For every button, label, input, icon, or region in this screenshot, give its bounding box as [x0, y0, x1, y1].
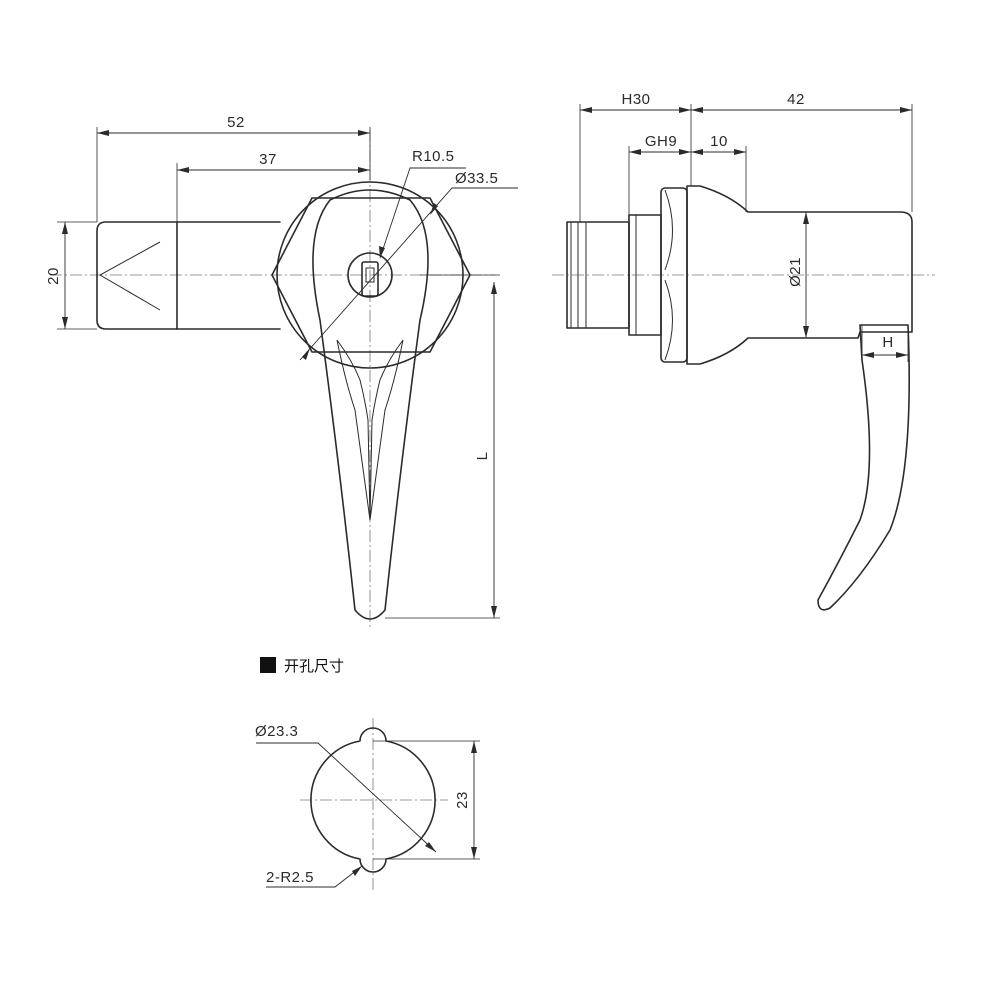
dim-r10-5-label: R10.5 [412, 148, 455, 165]
leader-d33-5 [299, 187, 518, 361]
dim-h30-label: H30 [621, 91, 650, 108]
handle [312, 189, 429, 620]
keyhole [347, 252, 393, 298]
cam-body [96, 221, 281, 330]
leader-2-r2-5 [266, 865, 363, 888]
threaded-shaft [566, 214, 662, 336]
dim-23-label: 23 [454, 791, 471, 809]
dim-cutout-height [373, 740, 480, 860]
cutout-view: 开孔尺寸 Ø23.3 23 2-R2.5 [255, 657, 480, 890]
handle-groove [336, 339, 404, 521]
leader-r10-5 [379, 167, 466, 259]
dim-body-width [176, 163, 370, 222]
dim-handle-offset [861, 325, 909, 362]
dim-10-label: 10 [710, 133, 728, 150]
dim-2-r2-5-label: 2-R2.5 [266, 869, 314, 886]
dim-gh9-label: GH9 [645, 133, 677, 150]
dim-body-diameter [803, 212, 809, 338]
tapered-body [686, 185, 913, 365]
dim-l-label: L [474, 452, 491, 461]
leader-d23-3 [256, 742, 437, 853]
dim-d33-5-label: Ø33.5 [455, 170, 498, 187]
dim-depth-h30 [579, 104, 692, 222]
dim-thread-gh9 [628, 146, 691, 215]
dim-collar [691, 146, 747, 212]
dim-d21-label: Ø21 [787, 257, 804, 287]
dim-52-label: 52 [227, 114, 245, 131]
hex-nut [271, 197, 471, 353]
dim-handle-depth [691, 104, 913, 212]
section-square-icon [260, 657, 276, 673]
dim-handle-length [385, 274, 500, 619]
dim-42-label: 42 [787, 91, 805, 108]
dim-20-label: 20 [45, 267, 62, 285]
front-view: 52 37 20 R10.5 Ø33.5 [45, 114, 518, 630]
side-lever [817, 324, 910, 611]
dim-overall-width [96, 127, 371, 222]
dim-37-label: 37 [259, 151, 277, 168]
dim-height [57, 221, 97, 330]
cutout-title: 开孔尺寸 [284, 657, 344, 675]
side-view: H30 42 GH9 10 Ø [552, 91, 935, 611]
dim-h-label: H [882, 334, 893, 351]
dim-d23-3-label: Ø23.3 [255, 723, 298, 740]
